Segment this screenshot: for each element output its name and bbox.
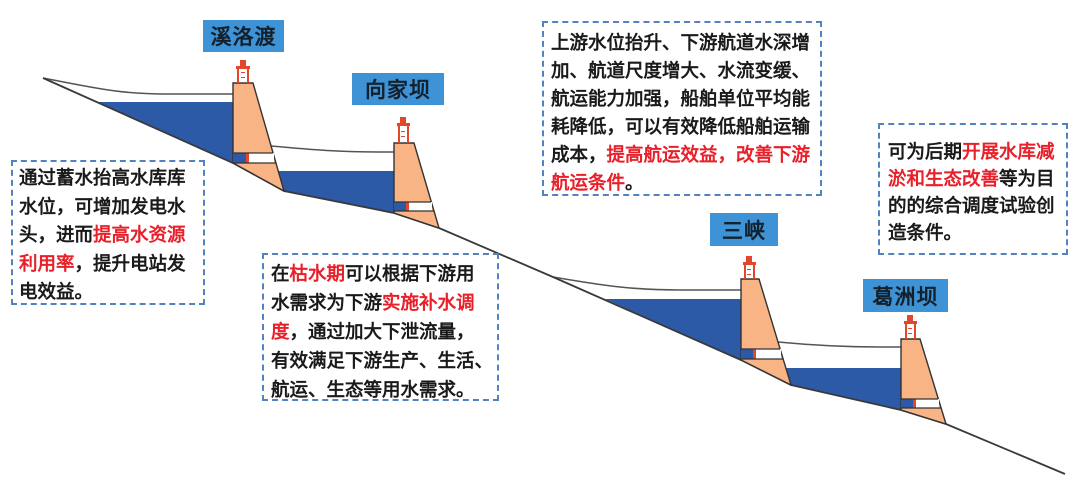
note-line: 利用率，提升电站发	[19, 251, 203, 280]
water-surface-line	[552, 276, 741, 291]
note-line: 头，进而提高水资源	[19, 222, 203, 251]
note-line: 的的综合调度试验创	[888, 193, 1066, 220]
crane-icon	[397, 117, 410, 143]
note-line: 淤和生态改善等为目	[888, 166, 1066, 193]
note-highlight: 淤和生态改善	[888, 169, 1000, 190]
note-line: 成本，提高航运效益，改善下游	[551, 142, 820, 170]
note-line: 航运能力加强，船舶单位平均能	[551, 86, 820, 114]
crane-icon	[743, 256, 756, 279]
note-highlight: 利用率	[19, 253, 75, 275]
note-text: ，提升电站发	[74, 253, 186, 275]
note-highlight: 提高水资源	[93, 225, 186, 246]
dam-label-xiangjiaba: 向家坝	[352, 73, 444, 105]
note-text: 航运能力加强，船舶单位平均能	[551, 89, 811, 110]
note-text: 加、航道尺度增大、水流变缓、	[551, 61, 811, 82]
note-line: 航运条件。	[551, 170, 820, 198]
dam-gezhouba	[900, 315, 948, 426]
note-text: 可为后期	[888, 142, 963, 163]
reservoir-gezhouba-water	[786, 368, 901, 410]
note-power-generation: 通过蓄水抬高水库库 水位，可增加发电水 头，进而提高水资源 利用率，提升电站发 …	[11, 160, 205, 305]
note-highlight: 航运条件	[551, 173, 626, 194]
note-text: 电效益。	[19, 282, 94, 303]
note-line: 加、航道尺度增大、水流变缓、	[551, 58, 820, 86]
note-text: ，通过加大下泄流量，	[289, 322, 475, 343]
note-line: 通过蓄水抬高水库库	[19, 165, 203, 194]
note-text: 可以根据下游用	[345, 264, 475, 285]
note-line: 造条件。	[888, 220, 1066, 247]
crane-icon	[236, 60, 250, 83]
note-line: 水位，可增加发电水	[19, 194, 203, 223]
note-text: 水位，可增加发电水	[19, 196, 186, 218]
note-line: 水需求为下游实施补水调	[271, 289, 497, 318]
note-highlight: 枯水期	[289, 264, 346, 285]
note-text: 通过蓄水抬高水库库	[19, 168, 186, 189]
water-surface-line	[42, 77, 233, 95]
note-text: 的的综合调度试验创	[888, 196, 1055, 217]
note-text: 耗降低，可以有效降低船舶运输	[551, 117, 811, 138]
note-line: 有效满足下游生产、生活、	[271, 347, 497, 376]
dam-label-xiluodu: 溪洛渡	[203, 20, 284, 52]
reservoir-xiangjiaba-water	[278, 171, 394, 213]
crane-icon	[904, 315, 917, 339]
note-line: 可为后期开展水库减	[888, 139, 1066, 166]
note-highlight: 实施补水调	[382, 293, 475, 314]
note-text: 造条件。	[888, 223, 963, 244]
note-text: 航运、生态等用水需求。	[271, 380, 475, 401]
dam-label-three-gorges: 三峡	[710, 213, 778, 246]
dam-xiangjiaba	[393, 117, 441, 230]
note-text: 有效满足下游生产、生活、	[271, 351, 494, 372]
note-line: 在枯水期可以根据下游用	[271, 260, 497, 289]
note-line: 航运、生态等用水需求。	[271, 376, 497, 405]
note-text: 上游水位抬升、下游航道水深增	[551, 33, 811, 54]
note-highlight: 度	[271, 322, 290, 343]
water-surface-line	[270, 145, 394, 153]
note-highlight: 提高航运效益，改善下游	[606, 145, 811, 166]
dam-three-gorges	[740, 256, 793, 387]
water-surface-line	[777, 341, 901, 348]
note-line: 上游水位抬升、下游航道水深增	[551, 30, 820, 58]
note-text: 成本，	[551, 145, 607, 166]
note-text: 水需求为下游	[271, 293, 383, 314]
note-water-replenishment: 在枯水期可以根据下游用 水需求为下游实施补水调 度，通过加大下泄流量， 有效满足…	[262, 253, 499, 401]
note-sediment-ecology: 可为后期开展水库减 淤和生态改善等为目 的的综合调度试验创 造条件。	[878, 123, 1068, 255]
dam-xiluodu	[232, 60, 286, 193]
note-line: 度，通过加大下泄流量，	[271, 318, 497, 347]
note-line: 电效益。	[19, 279, 203, 308]
note-highlight: 开展水库减	[962, 142, 1055, 163]
dam-label-gezhouba: 葛洲坝	[863, 279, 948, 312]
note-line: 耗降低，可以有效降低船舶运输	[551, 114, 820, 142]
note-text: 在	[271, 264, 290, 285]
note-text: 。	[625, 173, 644, 194]
note-navigation: 上游水位抬升、下游航道水深增 加、航道尺度增大、水流变缓、 航运能力加强，船舶单…	[542, 21, 822, 196]
note-text: 头，进而	[19, 225, 94, 246]
note-text: 等为目	[999, 169, 1055, 190]
